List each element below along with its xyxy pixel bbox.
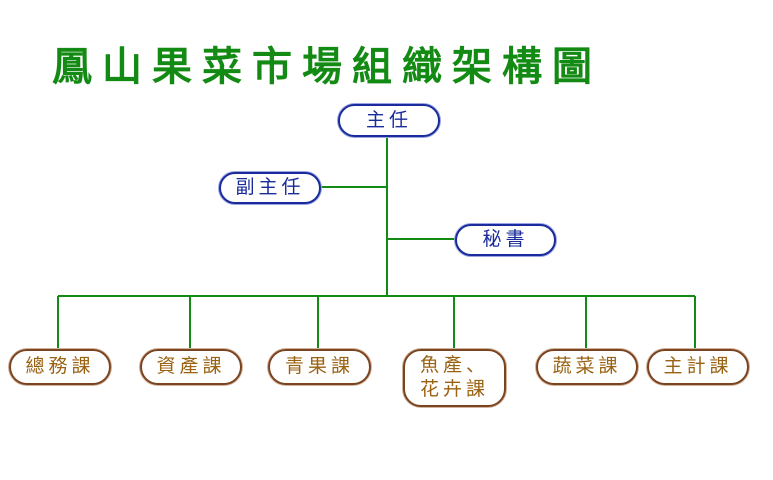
director-label: 主任: [365, 108, 412, 131]
section-seafood-flower-line-2: 花卉課: [419, 378, 489, 400]
section-assets-label: 資產課: [156, 355, 226, 378]
secretary-label: 秘書: [482, 228, 529, 251]
director-node: 主任: [338, 104, 440, 137]
section-fruit-label: 青果課: [284, 355, 354, 378]
chart-title: 鳳山果菜市場組織架構圖: [52, 43, 602, 90]
section-general-affairs-label: 總務課: [25, 355, 95, 378]
secretary-node: 秘書: [455, 224, 556, 256]
section-accounting-label: 主計課: [663, 355, 733, 378]
section-general-affairs: 總務課: [9, 349, 111, 385]
deputy-director-label: 副主任: [235, 176, 305, 199]
section-seafood-flower: 魚產、 花卉課: [403, 349, 506, 407]
section-accounting: 主計課: [647, 349, 749, 385]
section-fruit: 青果課: [268, 349, 371, 385]
section-vegetable: 蔬菜課: [536, 349, 638, 385]
section-vegetable-label: 蔬菜課: [552, 355, 622, 378]
deputy-director-node: 副主任: [219, 172, 321, 204]
section-seafood-flower-line-1: 魚產、: [419, 354, 489, 377]
section-assets: 資產課: [140, 349, 242, 385]
